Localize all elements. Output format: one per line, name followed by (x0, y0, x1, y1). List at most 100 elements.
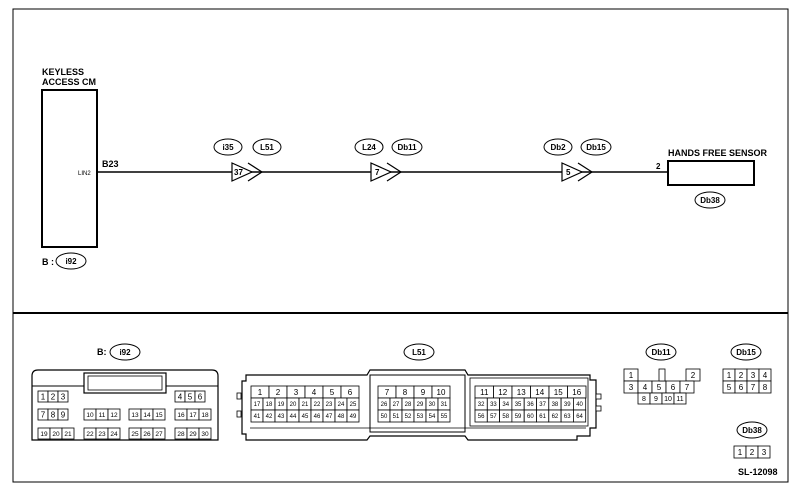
pin-number: 40 (576, 402, 583, 408)
cm-conn-oval (55, 252, 87, 270)
pin-number: 10 (437, 388, 446, 397)
pin-number: 44 (290, 414, 297, 420)
pin-number: 12 (498, 388, 507, 397)
pin-number: 3 (762, 448, 767, 457)
pin-number: 15 (554, 388, 563, 397)
pin-cell (61, 427, 75, 440)
junction-l24-db11: L24 Db11 7 (354, 138, 423, 182)
i92-latch-inner (87, 375, 163, 391)
sensor-label: HANDS FREE SENSOR (668, 148, 768, 158)
pin-number: 8 (763, 383, 768, 392)
pin-number: 54 (429, 414, 436, 420)
pin-number: 8 (403, 388, 408, 397)
pin-number: 34 (502, 402, 509, 408)
junction-arrow (370, 162, 393, 182)
junction-oval-left (543, 138, 573, 156)
pin-number: 2 (750, 448, 755, 457)
pin-number: 35 (515, 402, 522, 408)
pin-number: 56 (478, 414, 485, 420)
pin-number: 11 (99, 412, 106, 419)
pin-number: 16 (572, 388, 581, 397)
junction-i35-l51: i35 L51 37 (213, 138, 282, 182)
diagram-frame (12, 8, 789, 483)
pin-number: 10 (86, 412, 94, 419)
pin-number: 25 (131, 431, 139, 438)
pin-number: 6 (739, 383, 744, 392)
pin-number: 8 (642, 396, 646, 403)
pin-number: 11 (676, 396, 683, 403)
pin-number: 20 (290, 402, 297, 408)
pin-number: 12 (110, 412, 118, 419)
i92-prefix: B: (97, 347, 107, 357)
pin-number: 22 (86, 431, 94, 438)
pin-number: 10 (664, 396, 672, 403)
pin-cell (194, 390, 206, 403)
keyless-access-cm-box (41, 89, 98, 248)
pin-number: 32 (478, 402, 485, 408)
diagram-code: SL-12098 (738, 467, 778, 477)
pin-number: 19 (278, 402, 285, 408)
pin-number: 64 (576, 414, 583, 420)
l51-tab (595, 393, 602, 400)
cm-pin-label: LIN2 (78, 171, 91, 177)
l51-tab (595, 405, 602, 412)
pin-number: 33 (490, 402, 497, 408)
pin-number: 60 (527, 414, 534, 420)
pin-number: 17 (254, 402, 261, 408)
pin-number: 48 (338, 414, 345, 420)
i92-housing (31, 369, 219, 441)
pin-cell (57, 390, 69, 403)
pin-number: 24 (110, 431, 118, 438)
pin-number: 55 (441, 414, 448, 420)
junction-db2-db15: Db2 Db15 5 (543, 138, 612, 182)
pin-number: 2 (691, 371, 696, 380)
pin-number: 7 (41, 410, 46, 419)
pin-number: 13 (517, 388, 526, 397)
pin-number: 3 (751, 371, 756, 380)
pin-number: 3 (294, 388, 299, 397)
i92-code: i92 (119, 348, 131, 357)
hands-free-sensor-box (667, 160, 755, 186)
pin-number: 23 (326, 402, 333, 408)
pin-number: 27 (393, 402, 400, 408)
db15-oval (730, 343, 762, 361)
pin-number: 41 (254, 414, 261, 420)
sensor-pin: 2 (656, 162, 661, 171)
junction-code-right: Db15 (586, 143, 606, 152)
pin-number: 5 (657, 383, 662, 392)
pin-number: 45 (302, 414, 309, 420)
pin-number: 3 (629, 383, 634, 392)
pin-number: 14 (535, 388, 544, 397)
pin-number: 42 (266, 414, 273, 420)
junction-code-left: L24 (362, 143, 376, 152)
pin-number: 26 (143, 431, 151, 438)
l51-oval (403, 343, 435, 361)
pin-number: 15 (155, 412, 163, 419)
pin-number: 1 (727, 371, 732, 380)
pin-number: 6 (348, 388, 353, 397)
pin-number: 11 (480, 388, 489, 397)
pin-number: 29 (189, 431, 197, 438)
pin-number: 19 (40, 431, 48, 438)
pin-number: 38 (552, 402, 559, 408)
pin-number: 29 (417, 402, 424, 408)
pin-number: 7 (685, 383, 690, 392)
pin-number: 26 (381, 402, 388, 408)
pin-number: 30 (429, 402, 436, 408)
pin-cell (437, 409, 451, 423)
sensor-conn-code: Db38 (700, 196, 720, 205)
pin-number: 53 (417, 414, 424, 420)
cm-label-2: ACCESS CM (42, 77, 96, 87)
pin-cell (758, 380, 772, 394)
db15-code: Db15 (736, 348, 756, 357)
pin-cell (152, 408, 166, 421)
pin-number: 30 (201, 431, 209, 438)
pin-number: 4 (178, 392, 183, 401)
pin-number: 2 (51, 392, 56, 401)
pin-number: 8 (51, 410, 56, 419)
junction-arrow-tip (386, 162, 403, 182)
pin-cell (107, 408, 121, 421)
junction-arrow-tip (577, 162, 594, 182)
